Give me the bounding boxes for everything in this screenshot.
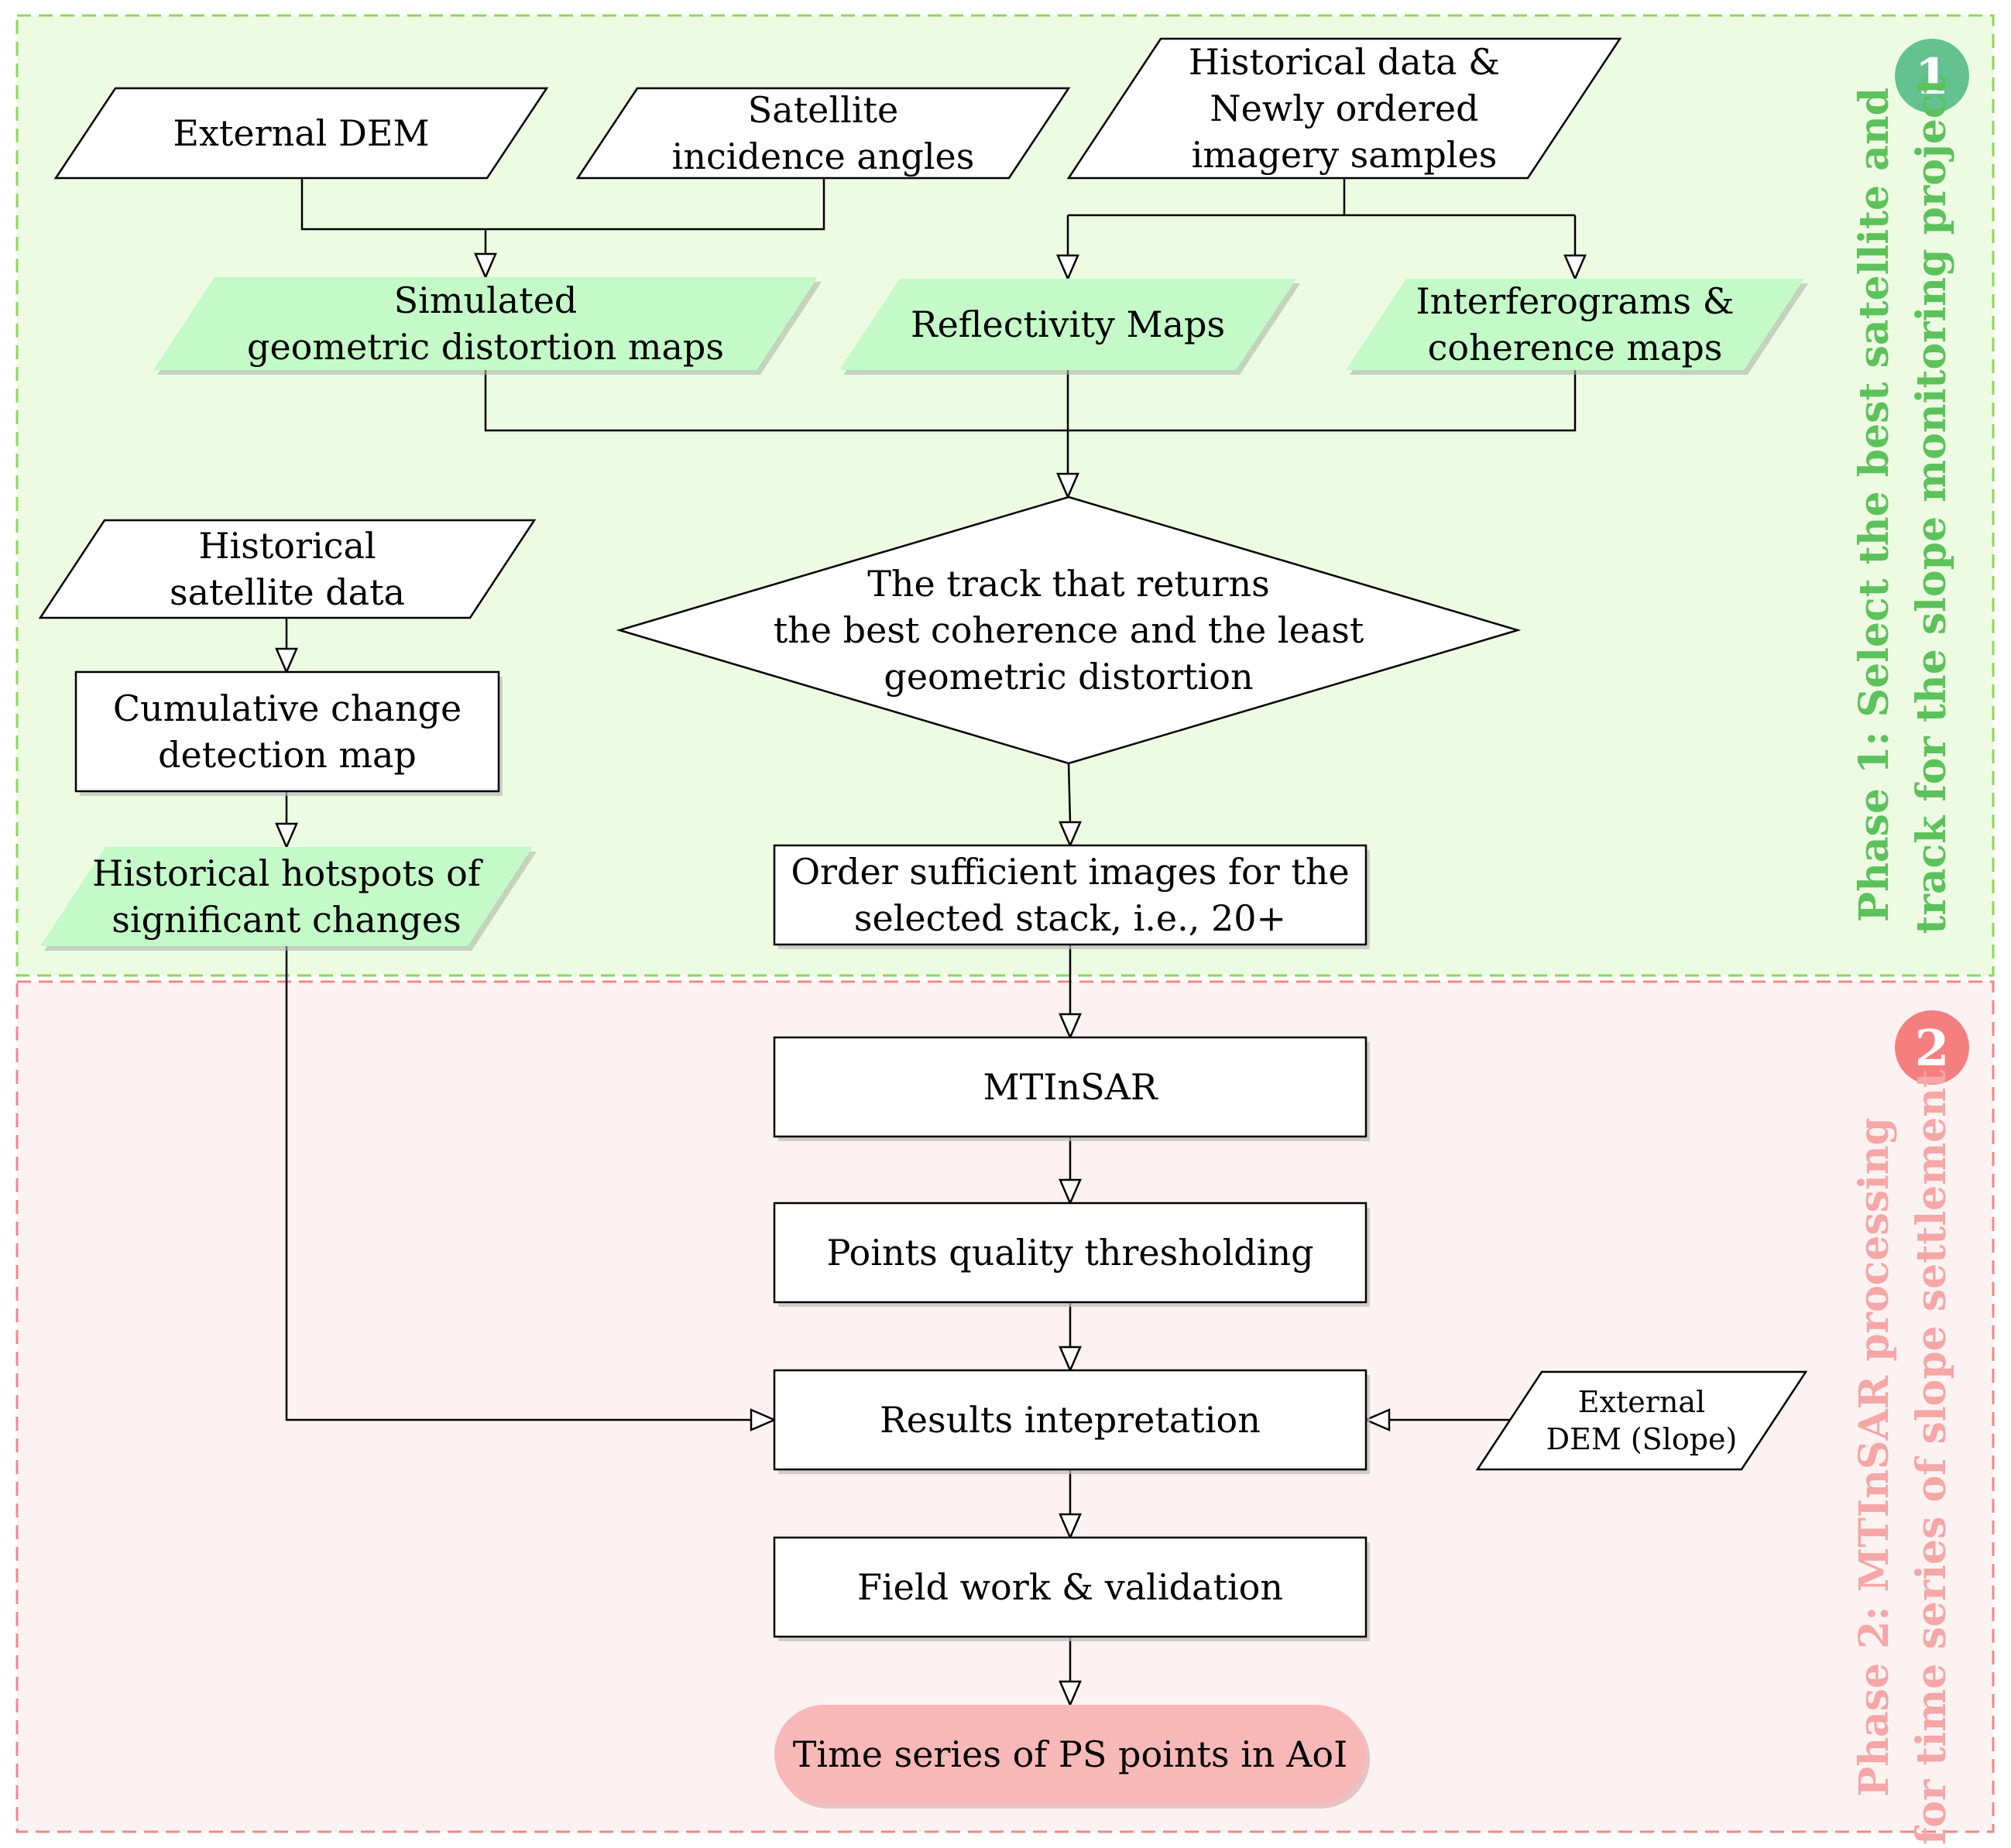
node-label: MTInSAR xyxy=(983,1066,1158,1108)
node-mtinsar: MTInSAR xyxy=(773,1036,1370,1141)
arrowhead-mtinsar xyxy=(1059,1013,1082,1041)
shape-parallelogram xyxy=(575,87,1071,180)
shape-parallelogram xyxy=(153,277,818,370)
phase2-title: Phase 2: MTInSAR processing for time ser… xyxy=(1851,1069,1955,1845)
node-label: DEM (Slope) xyxy=(1546,1422,1738,1456)
phase1-badge-number: 1 xyxy=(1915,48,1950,106)
node-label: geometric distortion maps xyxy=(247,326,724,368)
node-label: detection map xyxy=(158,734,417,776)
shape-parallelogram xyxy=(40,847,533,946)
node-cumulative-map: Cumulative change detection map xyxy=(74,670,503,796)
shape-parallelogram xyxy=(53,87,549,180)
node-results: Results intepretation xyxy=(773,1369,1370,1474)
node-label: the best coherence and the least xyxy=(774,609,1364,651)
phase2-title-line2: for time series of slope settlement xyxy=(1908,1069,1955,1845)
node-order-images: Order sufficient images for theselected … xyxy=(773,844,1370,949)
node-field-work: Field work & validation xyxy=(773,1536,1370,1641)
shape-process xyxy=(773,1202,1368,1304)
node-label: selected stack, i.e., 20+ xyxy=(854,897,1286,939)
node-label: Newly ordered xyxy=(1210,87,1478,129)
arrowhead-field-work xyxy=(1059,1513,1082,1541)
phase2-badge xyxy=(1895,1010,1969,1085)
edges-layer xyxy=(275,178,1587,1708)
arrowhead-time-series xyxy=(1059,1680,1082,1708)
arrowhead-results-right xyxy=(1363,1408,1391,1431)
phase1-badge xyxy=(1895,39,1969,113)
phase1-title: Phase 1: Select the best satellite and t… xyxy=(1851,75,1955,934)
arrowhead-points-quality xyxy=(1059,1178,1082,1206)
arrowhead-results-left xyxy=(750,1408,777,1431)
shape-parallelogram xyxy=(1346,279,1804,370)
shape-parallelogram xyxy=(1066,37,1622,180)
node-hotspots: Historical hotspots of significant change… xyxy=(40,847,537,951)
node-label: External DEM xyxy=(173,112,429,154)
arrowhead-simulated xyxy=(474,252,497,280)
node-label: The track that returns xyxy=(867,563,1270,605)
node-label: Satellite xyxy=(748,89,899,131)
arrowhead-order xyxy=(1059,821,1082,849)
node-label: Time series of PS points in AoI xyxy=(793,1733,1348,1775)
node-label: Cumulative change xyxy=(113,687,462,729)
node-label: External xyxy=(1578,1385,1705,1419)
shape-parallelogram xyxy=(839,279,1296,370)
shape-process xyxy=(773,844,1368,946)
arrowhead-reflectivity xyxy=(1056,254,1079,282)
node-reflectivity-maps: Reflectivity Maps xyxy=(839,279,1300,375)
phase2-badge-number: 2 xyxy=(1915,1020,1950,1078)
shape-terminal xyxy=(774,1705,1366,1804)
shape-process xyxy=(773,1536,1368,1638)
node-label: Points quality thresholding xyxy=(826,1232,1313,1274)
node-label: Reflectivity Maps xyxy=(911,303,1225,345)
node-simulated-maps: Simulated geometric distortion maps xyxy=(153,277,822,375)
shape-parallelogram xyxy=(1475,1370,1808,1471)
edge-maps-merge xyxy=(484,370,1577,432)
node-external-dem: External DEM xyxy=(53,87,549,180)
node-label: coherence maps xyxy=(1428,327,1723,369)
node-label: incidence angles xyxy=(672,135,975,177)
node-points-quality: Points quality thresholding xyxy=(773,1202,1370,1307)
node-label: significant changes xyxy=(112,899,461,941)
node-label: Historical hotspots of xyxy=(92,852,483,894)
node-label: Results intepretation xyxy=(880,1399,1261,1441)
node-label: Field work & validation xyxy=(857,1566,1283,1608)
edge-inputs-merge xyxy=(300,178,825,231)
node-historical-new: Historical data &Newly ordered imagery sa… xyxy=(1066,37,1622,180)
phase1-title-line2: track for the slope monitoring project xyxy=(1908,75,1955,934)
node-label: Historical data & xyxy=(1189,41,1500,83)
phase2-title-line1: Phase 2: MTInSAR processing xyxy=(1851,1117,1898,1797)
node-label: Simulated xyxy=(394,279,578,321)
shape-diamond xyxy=(616,495,1522,765)
phase1-title-line1: Phase 1: Select the best satellite and xyxy=(1851,87,1898,922)
arrowhead-cumulative xyxy=(275,647,298,675)
edge-hotspots-to-results xyxy=(285,946,751,1421)
shape-process xyxy=(773,1036,1368,1138)
node-time-series: Time series of PS points in AoI xyxy=(774,1705,1370,1809)
node-label: Historical xyxy=(198,525,376,567)
node-label: Interferograms & xyxy=(1416,280,1734,322)
node-interferograms: Interferograms & coherence maps xyxy=(1346,279,1808,375)
edge-to-order xyxy=(1067,763,1072,823)
arrowhead-hotspots xyxy=(275,822,298,850)
shape-parallelogram xyxy=(38,519,537,619)
node-label: satellite data xyxy=(170,571,405,613)
node-label: Order sufficient images for the xyxy=(791,851,1349,893)
arrowhead-interferograms xyxy=(1563,254,1587,282)
node-label: imagery samples xyxy=(1192,134,1498,176)
node-label: geometric distortion xyxy=(884,656,1253,698)
arrowhead-results xyxy=(1059,1346,1082,1373)
shape-process xyxy=(74,670,500,793)
arrowhead-decision xyxy=(1056,472,1079,500)
shape-process xyxy=(773,1369,1368,1471)
